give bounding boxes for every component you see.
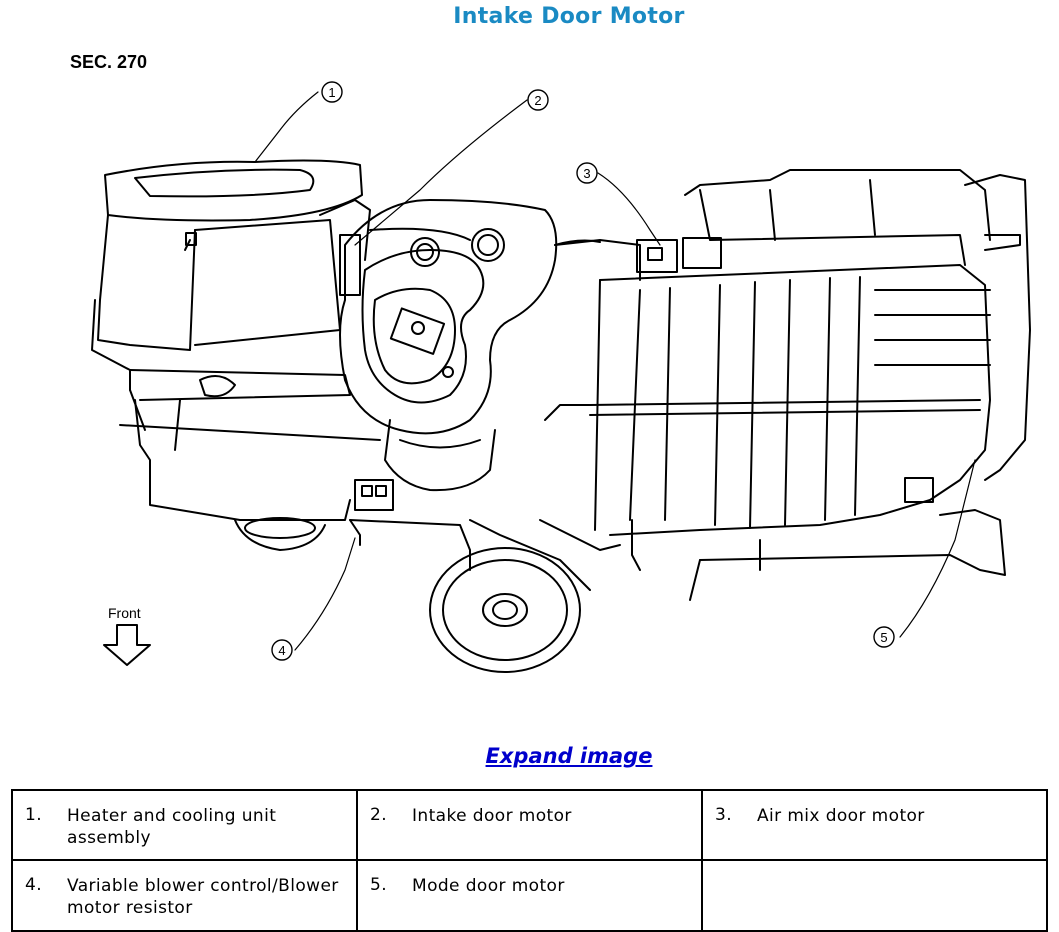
legend-text: Intake door motor <box>412 806 572 826</box>
svg-text:1: 1 <box>328 85 335 100</box>
legend-row: 4. Variable blower control/Blower motor r… <box>11 859 1048 932</box>
callout-5: 5 <box>873 626 895 648</box>
legend-cell: 3. Air mix door motor <box>701 789 1048 861</box>
callout-1: 1 <box>321 81 343 103</box>
svg-text:5: 5 <box>880 630 887 645</box>
expand-image-link[interactable]: Expand image <box>485 744 653 768</box>
legend-row: 1. Heater and cooling unit assembly 2. Int… <box>11 789 1048 861</box>
legend-number: 1. <box>25 805 43 825</box>
component-diagram: SEC. 270 <box>70 52 1031 673</box>
section-label: SEC. 270 <box>70 52 147 72</box>
air-distribution-housing-drawing <box>369 169 1031 601</box>
blower-fan-wheel-drawing <box>429 547 581 673</box>
legend-number: 3. <box>715 805 733 825</box>
legend-text: Mode door motor <box>412 876 565 896</box>
svg-text:3: 3 <box>583 166 590 181</box>
callout-3: 3 <box>576 162 598 184</box>
intake-door-motor-drawing <box>339 199 558 492</box>
page-title: Intake Door Motor <box>453 4 685 29</box>
callout-leaders <box>254 91 976 651</box>
legend-text: Variable blower control/Blower motor res… <box>67 876 339 918</box>
callout-2: 2 <box>527 89 549 111</box>
legend-cell: 2. Intake door motor <box>356 789 703 861</box>
callout-4: 4 <box>271 639 293 661</box>
legend-cell <box>701 859 1048 932</box>
legend-cell: 4. Variable blower control/Blower motor r… <box>11 859 358 932</box>
legend-text: Air mix door motor <box>757 806 925 826</box>
front-arrow-icon <box>103 624 151 666</box>
legend-number: 2. <box>370 805 388 825</box>
legend-number: 5. <box>370 875 388 895</box>
legend-text: Heater and cooling unit assembly <box>67 806 277 848</box>
legend-cell: 1. Heater and cooling unit assembly <box>11 789 358 861</box>
legend-number: 4. <box>25 875 43 895</box>
blower-resistor-drawing <box>349 479 394 546</box>
legend-table: 1. Heater and cooling unit assembly 2. Int… <box>11 789 1048 932</box>
heater-cooling-unit-drawing <box>91 159 381 551</box>
legend-cell: 5. Mode door motor <box>356 859 703 932</box>
front-label: Front <box>108 605 141 621</box>
svg-text:2: 2 <box>534 93 541 108</box>
svg-text:4: 4 <box>278 643 285 658</box>
mounting-bracket-drawing <box>349 519 621 591</box>
